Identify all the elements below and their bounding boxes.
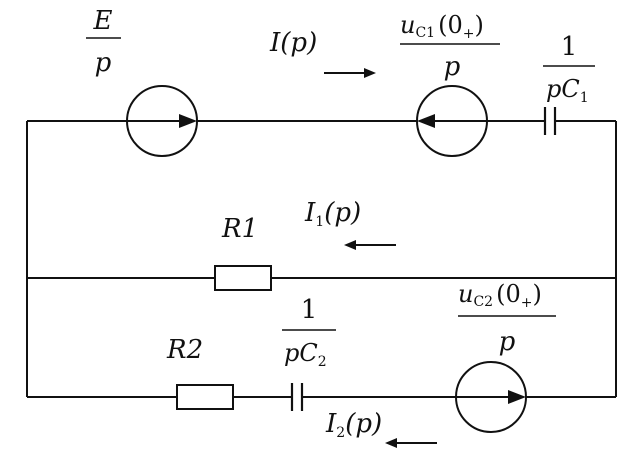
- current-i-label: I(p): [269, 28, 317, 58]
- current-i2-arrow: [385, 438, 437, 448]
- current-i1-arrow-head: [344, 240, 356, 250]
- source-uc2: [455, 361, 527, 433]
- source-uc1-den: p: [444, 52, 461, 82]
- resistor-r2-label: R2: [166, 335, 203, 365]
- source-uc2-num: uC2(0+): [458, 280, 542, 311]
- source-uc2-arrow-head: [508, 390, 526, 404]
- resistor-r1: [214, 265, 272, 291]
- resistor-r1-label: R1: [221, 214, 258, 244]
- current-i-text: I(p): [269, 28, 317, 58]
- capacitor-c1-den: pC1: [546, 75, 589, 106]
- source-e-num: E: [93, 6, 113, 36]
- current-i2-label: I2(p): [325, 409, 382, 441]
- source-uc2-label: uC2(0+) p: [458, 280, 556, 357]
- current-i-arrow: [324, 68, 376, 78]
- source-uc1-num: uC1(0+): [400, 11, 484, 42]
- capacitor-c2-num: 1: [301, 295, 318, 325]
- capacitor-c1-num: 1: [561, 32, 578, 62]
- source-e: [126, 85, 198, 157]
- wires: [26, 120, 617, 398]
- source-uc1-arrow-head: [417, 114, 435, 128]
- capacitor-c2-label: 1 pC2: [282, 295, 336, 370]
- source-e-arrow-head: [179, 114, 197, 128]
- source-e-den: p: [95, 48, 112, 78]
- source-e-label: E p: [86, 6, 121, 78]
- current-i1-arrow: [344, 240, 396, 250]
- current-i1-text: I1(p): [304, 198, 361, 230]
- source-uc2-den: p: [499, 327, 516, 357]
- current-i-arrow-head: [364, 68, 376, 78]
- capacitor-c2-den: pC2: [284, 339, 327, 370]
- capacitor-c1-label: 1 pC1: [543, 32, 595, 106]
- source-uc1: [416, 85, 488, 157]
- capacitor-c2: [290, 383, 304, 411]
- current-i2-text: I2(p): [325, 409, 382, 441]
- current-i2-arrow-head: [385, 438, 397, 448]
- source-uc1-label: uC1(0+) p: [400, 11, 500, 82]
- capacitor-c1: [543, 107, 557, 135]
- resistor-r2: [176, 384, 234, 410]
- current-i1-label: I1(p): [304, 198, 361, 230]
